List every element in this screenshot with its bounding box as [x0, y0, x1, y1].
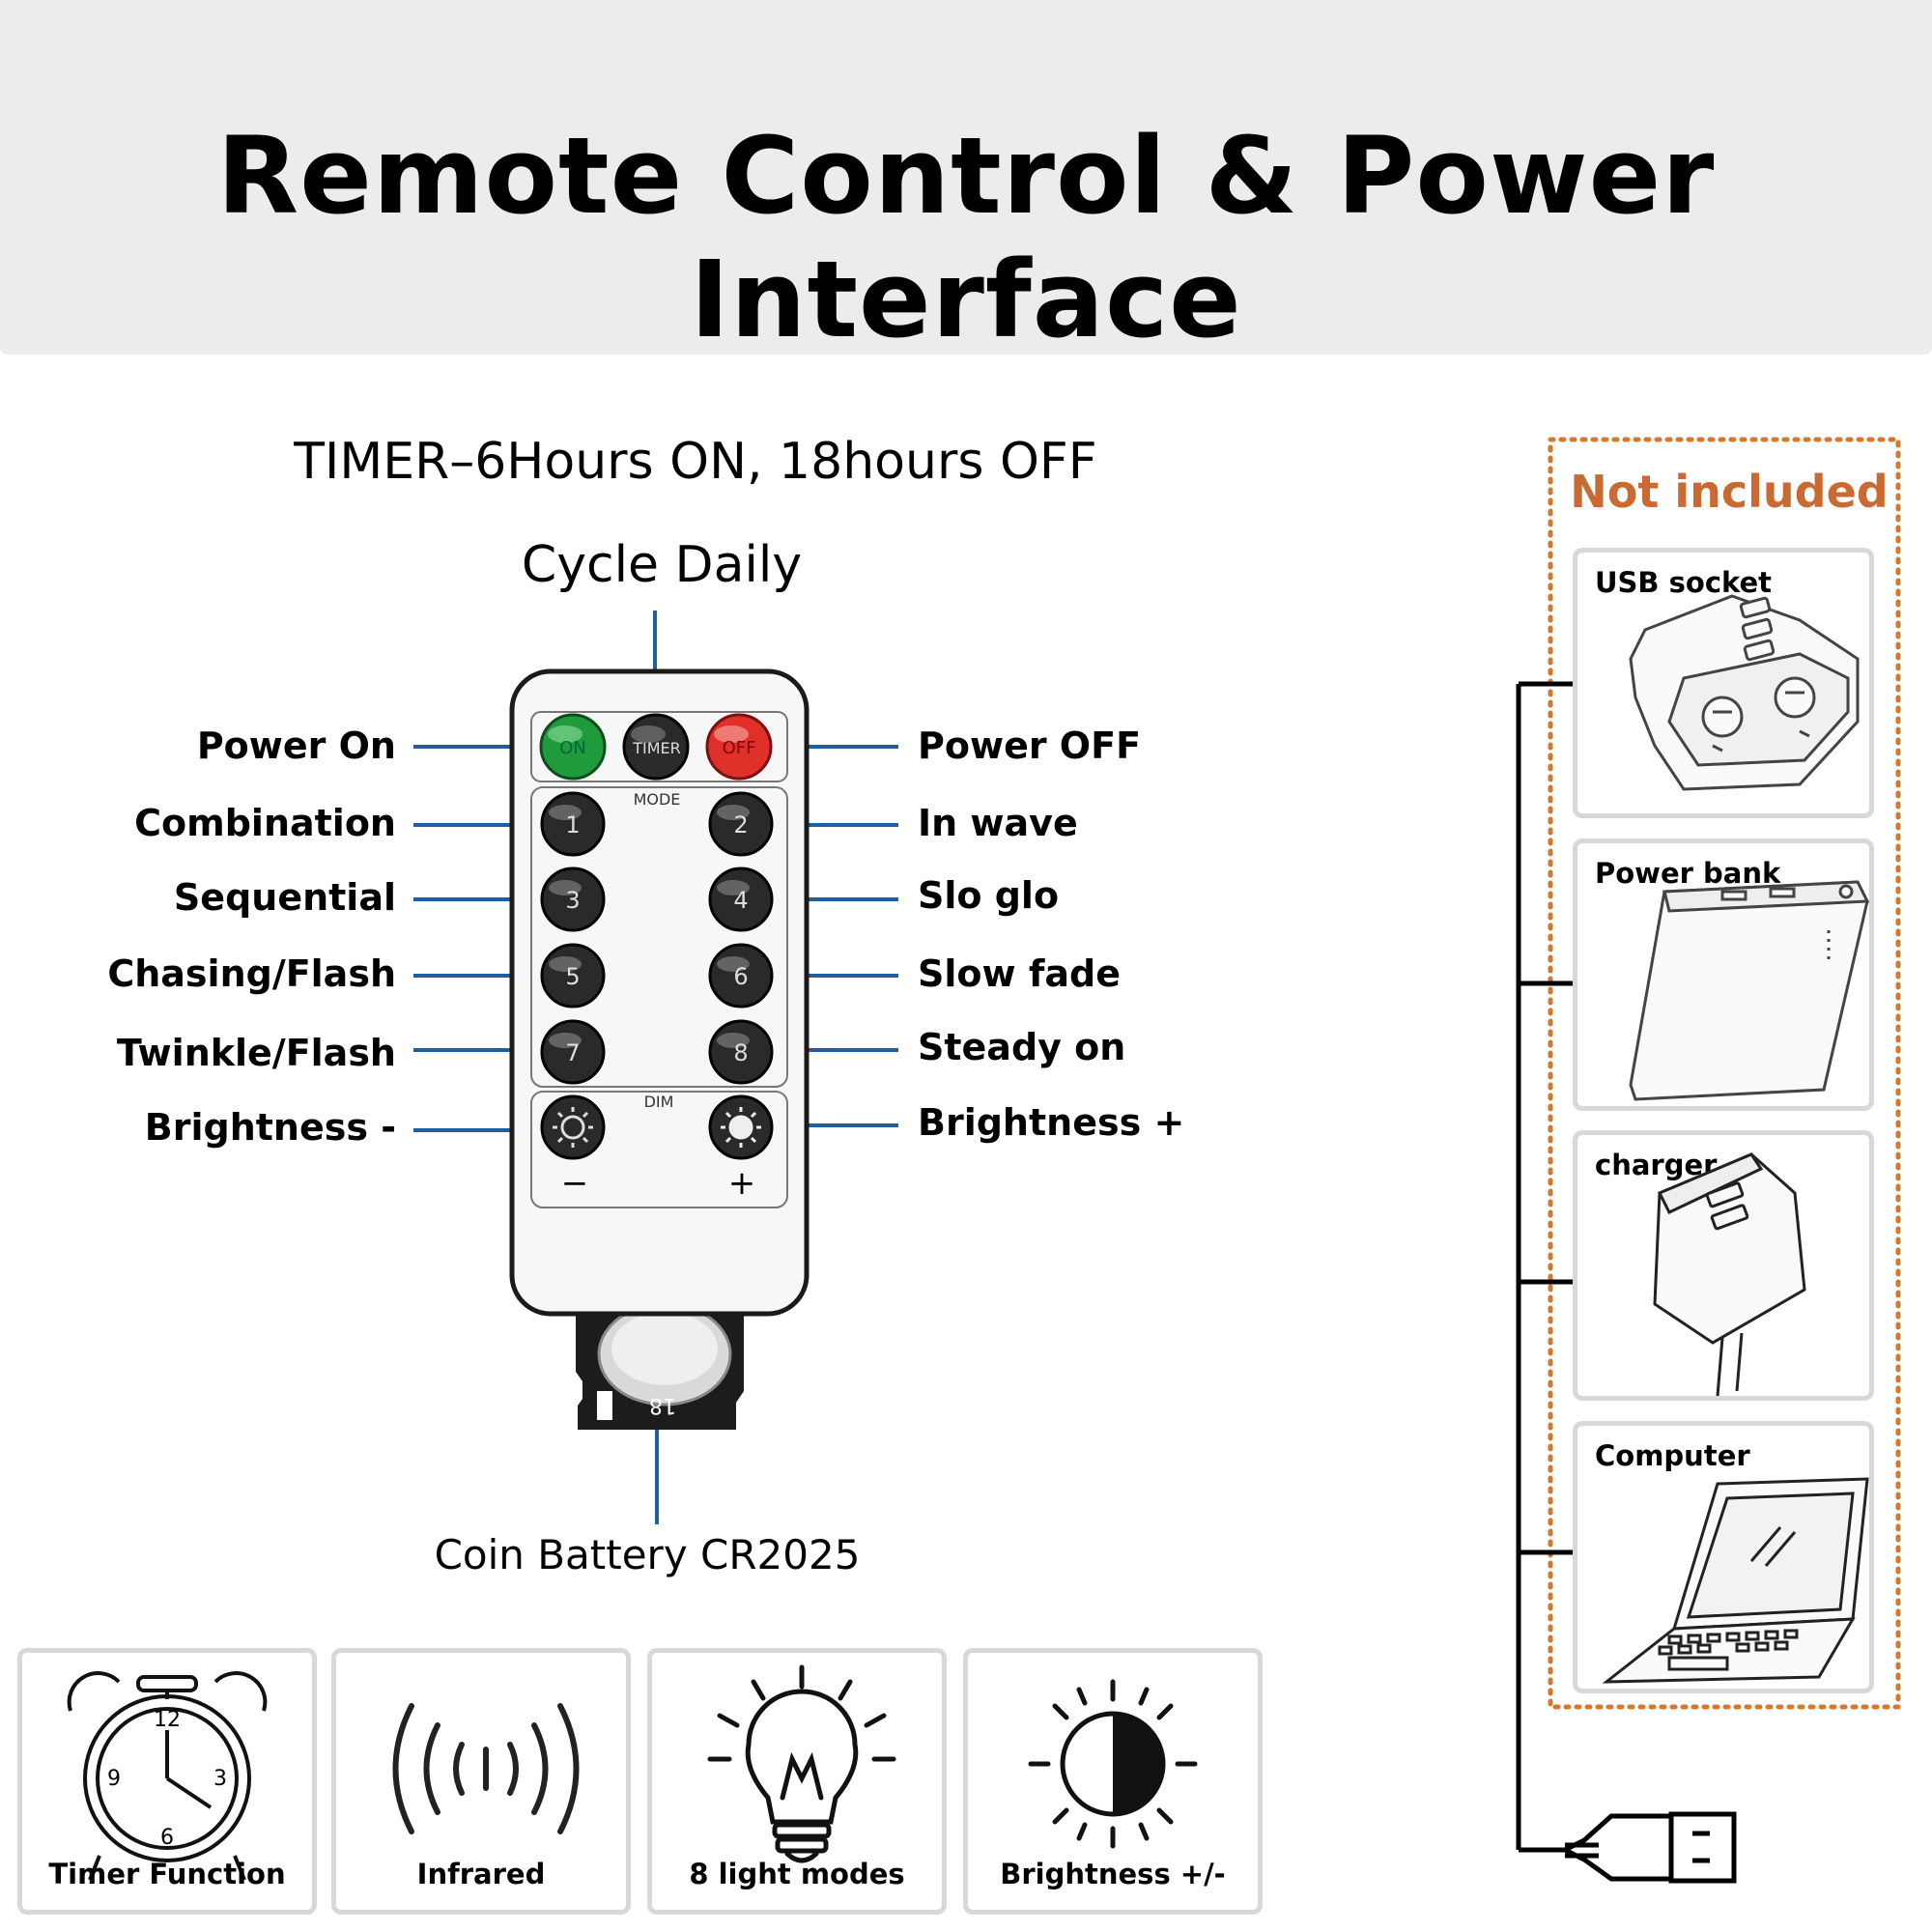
svg-text:4: 4	[733, 887, 748, 914]
sun-filled-icon	[721, 1107, 761, 1148]
sun-outline-icon	[553, 1107, 593, 1148]
button-8[interactable]: 8	[708, 1019, 774, 1085]
feature-brightness-card: Brightness +/-	[963, 1648, 1263, 1915]
light-bulb-icon	[707, 1664, 896, 1863]
label-power-on: Power On	[196, 724, 396, 767]
label-slo-glo: Slo glo	[918, 874, 1060, 917]
button-2[interactable]: 2	[708, 791, 774, 857]
battery-label: Coin Battery CR2025	[434, 1531, 861, 1578]
feature-brightness-label: Brightness +/-	[1000, 1858, 1226, 1890]
label-twinkle-flash: Twinkle/Flash	[116, 1032, 396, 1074]
laptop-icon	[1602, 1477, 1869, 1684]
charger-icon	[1653, 1152, 1806, 1397]
brightness-minus-button[interactable]	[540, 1094, 606, 1160]
svg-text:3: 3	[565, 887, 580, 914]
feature-infrared-label: Infrared	[416, 1858, 546, 1890]
battery-code: 18	[649, 1393, 676, 1417]
feature-timer-label: Timer Function	[48, 1858, 286, 1890]
brightness-plus-button[interactable]	[708, 1094, 774, 1160]
usb-socket-icon	[1629, 594, 1860, 791]
feature-timer-card: 12 3 6 9 Timer Function	[17, 1648, 317, 1915]
clock-3: 3	[213, 1767, 227, 1791]
not-included-title: Not included	[1570, 466, 1889, 518]
plus-symbol: +	[728, 1164, 756, 1203]
dim-panel	[530, 1091, 788, 1208]
infrared-icon	[392, 1703, 580, 1834]
svg-text:5: 5	[565, 963, 580, 990]
label-steady-on: Steady on	[918, 1026, 1126, 1068]
charger-card: charger	[1573, 1130, 1874, 1401]
svg-text:ON: ON	[559, 738, 586, 758]
battery-tray: 18	[576, 1302, 744, 1430]
svg-text:TIMER: TIMER	[632, 739, 681, 757]
timer-button[interactable]: TIMER	[622, 713, 690, 781]
mode-panel	[530, 786, 788, 1088]
off-button[interactable]: OFF	[705, 713, 773, 781]
svg-text:OFF: OFF	[723, 738, 756, 758]
svg-text:1: 1	[565, 811, 580, 838]
alarm-clock-icon: 12 3 6 9	[67, 1671, 268, 1881]
svg-text:2: 2	[733, 811, 748, 838]
connector-tree	[1516, 681, 1575, 1853]
power-bank-icon	[1629, 880, 1870, 1101]
label-brightness-minus: Brightness -	[144, 1106, 396, 1149]
minus-symbol: −	[561, 1164, 589, 1203]
header-banner: Remote Control & Power Interface	[0, 0, 1932, 361]
mode-label: MODE	[634, 790, 681, 809]
button-5[interactable]: 5	[540, 943, 606, 1009]
svg-text:7: 7	[565, 1039, 580, 1066]
top-button-panel	[530, 711, 788, 782]
cycle-heading: Cycle Daily	[521, 536, 803, 594]
svg-text:6: 6	[733, 963, 748, 990]
clock-12: 12	[154, 1708, 181, 1732]
not-included-frame	[1548, 437, 1901, 1710]
half-sun-icon	[1028, 1679, 1198, 1849]
button-1[interactable]: 1	[540, 791, 606, 857]
usb-plug-icon	[1559, 1811, 1737, 1884]
page-title: Remote Control & Power Interface	[216, 114, 1716, 361]
label-power-off: Power OFF	[918, 724, 1142, 767]
usb-socket-label: USB socket	[1595, 566, 1773, 599]
button-6[interactable]: 6	[708, 943, 774, 1009]
svg-text:8: 8	[733, 1039, 748, 1066]
button-3[interactable]: 3	[540, 867, 606, 932]
label-in-wave: In wave	[918, 802, 1078, 844]
label-sequential: Sequential	[173, 876, 396, 919]
power-bank-label: Power bank	[1595, 857, 1781, 890]
computer-label: Computer	[1595, 1439, 1750, 1472]
feature-modes-card: 8 light modes	[647, 1648, 947, 1915]
on-button[interactable]: ON	[539, 713, 607, 781]
feature-modes-label: 8 light modes	[689, 1858, 905, 1890]
label-combination: Combination	[134, 802, 396, 844]
power-bank-card: Power bank	[1573, 838, 1874, 1111]
clock-6: 6	[160, 1826, 174, 1850]
label-slow-fade: Slow fade	[918, 952, 1121, 995]
computer-card: Computer	[1573, 1421, 1874, 1693]
button-4[interactable]: 4	[708, 867, 774, 932]
dim-label: DIM	[644, 1093, 674, 1111]
clock-9: 9	[107, 1767, 121, 1791]
feature-infrared-card: Infrared	[331, 1648, 631, 1915]
button-7[interactable]: 7	[540, 1019, 606, 1085]
usb-socket-card: USB socket	[1573, 548, 1874, 818]
label-brightness-plus: Brightness +	[918, 1101, 1185, 1144]
label-chasing-flash: Chasing/Flash	[107, 952, 396, 995]
timer-heading: TIMER–6Hours ON, 18hours OFF	[294, 433, 1097, 491]
